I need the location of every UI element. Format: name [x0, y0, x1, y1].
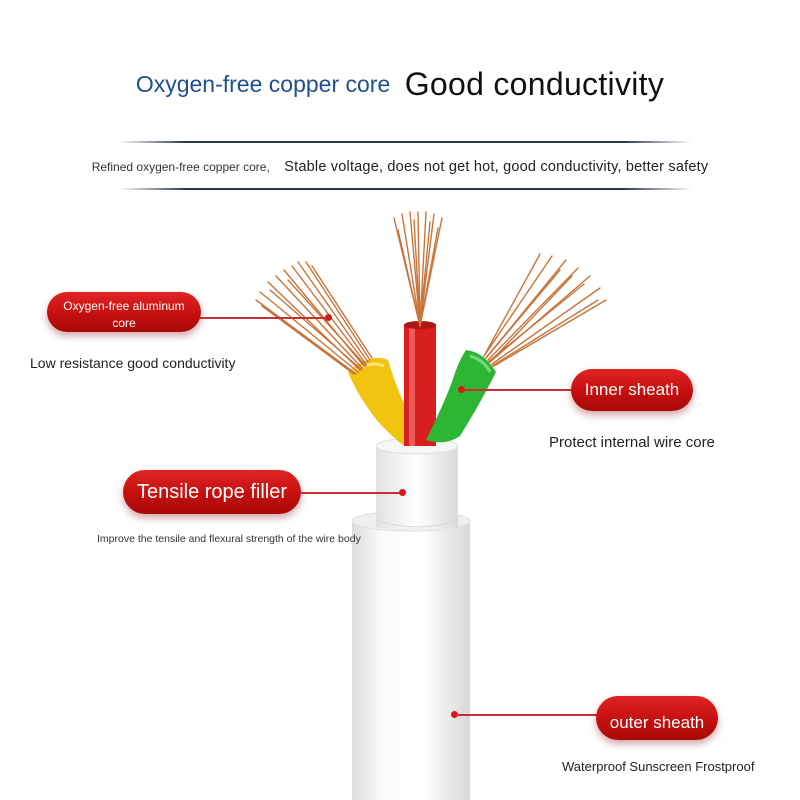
subtitle: Refined oxygen-free copper core, Stable … [0, 158, 800, 176]
aluminum-core-label-line1: Oxygen-free aluminum [63, 299, 185, 313]
copper-strands-middle [393, 211, 443, 327]
inner-sheath-label: Inner sheath [584, 380, 680, 399]
inner-sheath-pointer-dot [458, 386, 465, 393]
title-highlight: Oxygen-free copper core [135, 71, 391, 97]
outer-sheath-description: Waterproof Sunscreen Frostproof [562, 759, 755, 774]
rope-filler-label: Tensile rope filler [136, 481, 288, 503]
divider-top [118, 141, 692, 143]
subtitle-small: Refined oxygen-free copper core, [91, 160, 270, 174]
aluminum-core-badge: Oxygen-free aluminum core [47, 292, 201, 332]
title-main: Good conductivity [404, 66, 665, 102]
copper-strands-right [483, 253, 607, 367]
outer-sheath-badge: outer sheath [596, 696, 718, 740]
aluminum-core-pointer-dot [325, 314, 332, 321]
inner-sheath-pointer-line [463, 389, 573, 391]
rope-filler-pointer-line [300, 492, 402, 494]
rope-filler-badge: Tensile rope filler [123, 470, 301, 514]
outer-sheath-pointer-line [456, 714, 598, 716]
rope-filler-description: Improve the tensile and flexural strengt… [97, 533, 361, 545]
page-title: Oxygen-free copper core Good conductivit… [0, 66, 800, 103]
inner-sheath-badge: Inner sheath [571, 369, 693, 411]
inner-sheath-description: Protect internal wire core [549, 434, 715, 451]
aluminum-core-description: Low resistance good conductivity [30, 355, 236, 371]
outer-sheath-graphic [351, 510, 471, 800]
rope-filler-pointer-dot [399, 489, 406, 496]
outer-sheath-label: outer sheath [609, 713, 705, 732]
inner-sheath-graphic [375, 437, 459, 528]
aluminum-core-label-line2: core [112, 316, 136, 330]
subtitle-large: Stable voltage, does not get hot, good c… [284, 159, 709, 175]
red-wire [404, 321, 436, 446]
green-wire [426, 350, 496, 443]
aluminum-core-pointer-line [200, 317, 328, 319]
divider-bottom [118, 188, 692, 190]
outer-sheath-pointer-dot [451, 711, 458, 718]
